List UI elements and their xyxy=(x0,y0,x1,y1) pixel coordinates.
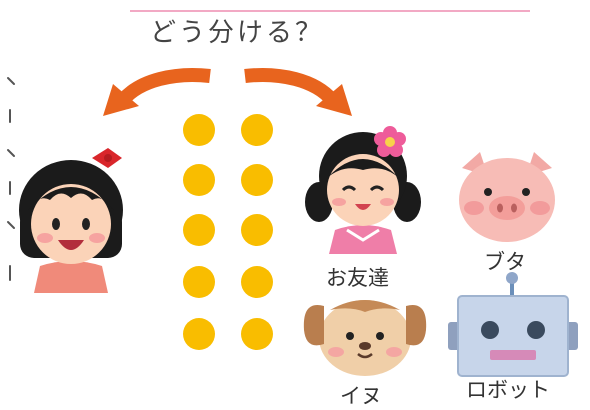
dot xyxy=(183,318,215,350)
pig-icon xyxy=(459,152,555,242)
pig-label: ブタ xyxy=(484,250,526,274)
dot xyxy=(241,318,273,350)
dog-icon xyxy=(303,300,427,376)
left-arrow-icon xyxy=(103,68,211,116)
dot xyxy=(241,266,273,298)
page-title: どう分ける？ xyxy=(150,18,325,48)
right-arrow-icon xyxy=(244,68,352,116)
dot xyxy=(241,214,273,246)
dot xyxy=(183,164,215,196)
dot xyxy=(241,114,273,146)
robot-label: ロボット xyxy=(466,378,550,402)
dog-label: イヌ xyxy=(340,384,382,408)
header-accent-line xyxy=(130,10,530,12)
girl-ribbon-icon xyxy=(19,148,123,293)
dot xyxy=(183,114,215,146)
girl-flower-icon xyxy=(305,126,421,254)
dot xyxy=(241,164,273,196)
dot xyxy=(183,214,215,246)
side-marks xyxy=(7,77,15,281)
friend-label: お友達 xyxy=(326,266,389,290)
robot-icon xyxy=(448,272,578,377)
dot xyxy=(183,266,215,298)
